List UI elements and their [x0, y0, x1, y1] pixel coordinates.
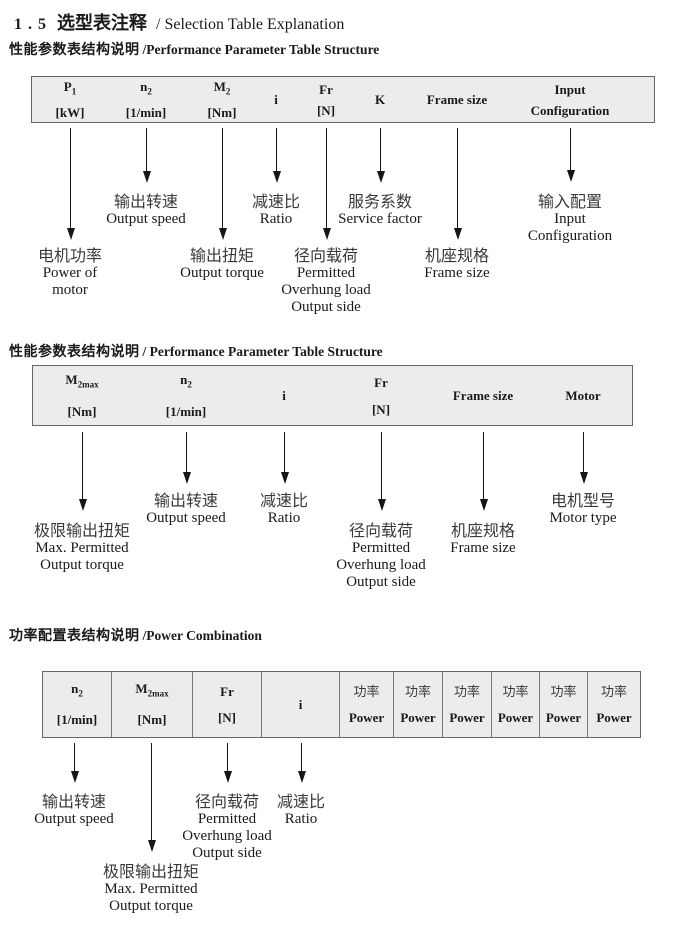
s1-arrow-frame-size — [457, 128, 458, 228]
s1-label-output-speed: 输出转速 Output speed — [106, 194, 186, 227]
section3-heading: 功率配置表结构说明/Power Combination — [9, 628, 262, 644]
s3-arrow-m2max — [151, 743, 152, 840]
s3-label-max-output-torque: 极限输出扭矩 Max. Permitted Output torque — [102, 864, 200, 914]
t3-col-power-5: 功率 Power — [540, 672, 588, 737]
s1-label-power-of-motor: 电机功率 Power of motor — [37, 248, 103, 298]
s3-arrow-i — [301, 743, 302, 771]
page-title-cn: 选型表注释 — [57, 13, 147, 33]
t3-col-n2: n2 [1/min] — [43, 672, 112, 737]
t1-col-n2: n2 [1/min] — [125, 78, 167, 121]
s1-label-frame-size: 机座规格 Frame size — [424, 248, 490, 281]
page-title: 1 . 5 选型表注释 / Selection Table Explanatio… — [14, 9, 344, 35]
t2-col-motor: Motor — [565, 388, 601, 403]
s1-arrow-p1 — [70, 128, 71, 228]
s3-arrow-n2 — [74, 743, 75, 771]
t3-col-power-1: 功率 Power — [340, 672, 394, 737]
s1-label-service-factor: 服务系数 Service factor — [338, 194, 422, 227]
t1-col-input-configuration: Input Configuration — [530, 81, 610, 118]
t3-col-power-2: 功率 Power — [394, 672, 443, 737]
s2-label-motor-type: 电机型号 Motor type — [549, 493, 617, 526]
t1-col-m2: M2 [Nm] — [207, 78, 237, 121]
section2-heading: 性能参数表结构说明/ Performance Parameter Table S… — [9, 344, 383, 360]
t3-col-fr: Fr [N] — [193, 672, 262, 737]
t2-col-m2max: M2max [Nm] — [65, 371, 99, 420]
t1-col-fr: Fr [N] — [316, 81, 336, 118]
s2-label-overhung-load: 径向载荷 Permitted Overhung load Output side — [336, 523, 426, 590]
s2-label-output-speed: 输出转速 Output speed — [146, 493, 226, 526]
param-table-1 — [31, 76, 655, 123]
t1-col-k: K — [374, 92, 386, 107]
t3-col-power-3: 功率 Power — [443, 672, 492, 737]
t3-col-power-4: 功率 Power — [492, 672, 540, 737]
s3-label-overhung-load: 径向载荷 Permitted Overhung load Output side — [182, 794, 272, 861]
s2-arrow-frame-size — [483, 432, 484, 499]
s1-arrow-n2 — [146, 128, 147, 171]
s2-label-frame-size: 机座规格 Frame size — [450, 523, 516, 556]
t2-col-frame-size: Frame size — [452, 388, 514, 403]
section1-heading: 性能参数表结构说明/Performance Parameter Table St… — [9, 42, 380, 58]
s1-arrow-i — [276, 128, 277, 171]
t1-col-frame-size: Frame size — [426, 92, 488, 107]
section-number: 1 . 5 — [14, 16, 47, 33]
t1-col-p1: P1 [kW] — [55, 78, 85, 121]
s2-label-max-output-torque: 极限输出扭矩 Max. Permitted Output torque — [33, 523, 131, 573]
s1-label-ratio: 减速比 Ratio — [251, 194, 301, 227]
t3-col-m2max: M2max [Nm] — [112, 672, 193, 737]
t2-col-fr: Fr [N] — [371, 374, 391, 417]
s1-label-input-configuration: 输入配置 Input Configuration — [527, 194, 613, 244]
s3-label-output-speed: 输出转速 Output speed — [34, 794, 114, 827]
t3-col-power-6: 功率 Power — [596, 683, 632, 725]
t2-col-i: i — [282, 388, 286, 403]
s3-arrow-fr — [227, 743, 228, 771]
s1-label-output-torque: 输出扭矩 Output torque — [180, 248, 264, 281]
page-title-en: / Selection Table Explanation — [156, 16, 345, 33]
s1-label-overhung-load: 径向载荷 Permitted Overhung load Output side — [281, 248, 371, 315]
t1-col-i: i — [274, 92, 278, 107]
s1-arrow-fr — [326, 128, 327, 228]
t2-col-n2: n2 [1/min] — [165, 371, 207, 420]
s1-arrow-k — [380, 128, 381, 171]
s1-arrow-input-configuration — [570, 128, 571, 170]
power-combination-table: n2 [1/min] M2max [Nm] Fr [N] i 功率 Power … — [42, 671, 641, 738]
s2-arrow-i — [284, 432, 285, 472]
s2-arrow-motor — [583, 432, 584, 472]
t3-col-i: i — [262, 672, 340, 737]
s2-arrow-fr — [381, 432, 382, 499]
s1-arrow-m2 — [222, 128, 223, 228]
s2-arrow-n2 — [186, 432, 187, 472]
s2-arrow-m2max — [82, 432, 83, 499]
s3-label-ratio: 减速比 Ratio — [276, 794, 326, 827]
s2-label-ratio: 减速比 Ratio — [259, 493, 309, 526]
param-table-2 — [32, 365, 633, 426]
